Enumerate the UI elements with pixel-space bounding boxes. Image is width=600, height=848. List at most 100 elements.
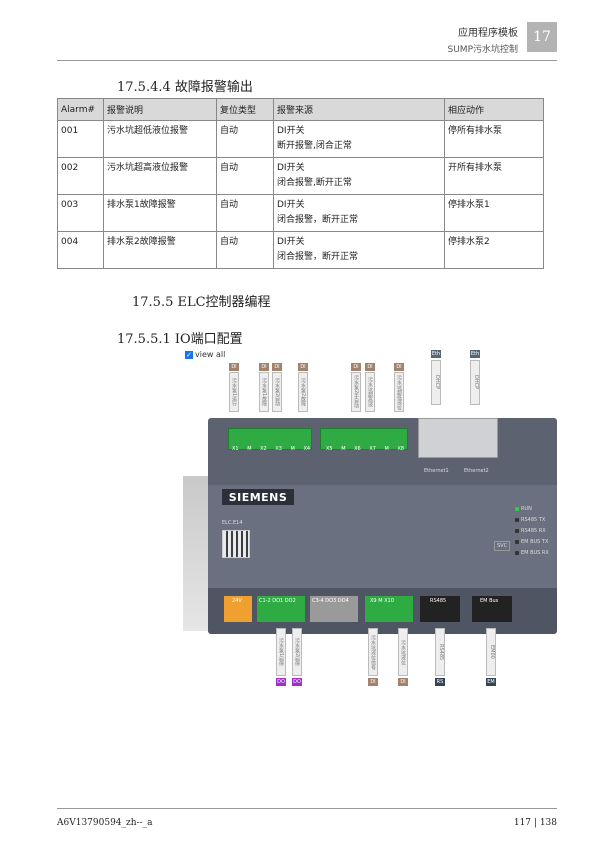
page-total: 138: [539, 818, 557, 828]
header-title: 应用程序模板: [458, 28, 518, 39]
ethernet2-label: Ethernet2: [464, 468, 489, 474]
io-tag: DHCP: [470, 360, 480, 405]
tag-type-eth: Eth: [470, 350, 480, 358]
do34-label: C3-4 DO3 DO4: [312, 598, 349, 604]
cell-reset: 自动: [216, 157, 274, 195]
terminal-label: X4: [303, 446, 311, 452]
cell-action: 停排水泵2: [444, 231, 544, 269]
tag-type-di: DI: [351, 363, 361, 371]
cell-action: 停所有排水泵: [444, 120, 544, 158]
heading-io: 17.5.5.1 IO端口配置: [117, 332, 243, 347]
cell-id: 004: [57, 231, 104, 269]
di-terminal-bottom: [365, 596, 413, 622]
rs485-terminal: [420, 596, 460, 622]
led-label: RS485 RX: [521, 528, 546, 534]
heading-elc: 17.5.5 ELC控制器编程: [132, 295, 271, 310]
footer-doc-id: A6V13790594_zh--_a: [57, 818, 153, 828]
terminal-label: M: [341, 446, 346, 452]
ethernet-ports: [418, 418, 498, 458]
io-tag: 污水坑液位信号: [368, 628, 378, 676]
source-type: DI开关: [277, 163, 305, 173]
cell-id: 003: [57, 194, 104, 232]
led-label: EM BUS TX: [521, 539, 549, 545]
cell-reset: 自动: [216, 194, 274, 232]
heading-alarm: 17.5.4.4 故障报警输出: [117, 80, 253, 95]
terminal-labels-1: X1 M X2 X3 M X4: [232, 446, 310, 452]
cell-source: DI开关断开报警,闭合正常: [273, 120, 445, 158]
do-terminal-2: [310, 596, 358, 622]
table-header-row: Alarm# 报警说明 复位类型 报警来源 相应动作: [57, 98, 544, 121]
led-embus-rx: EM BUS RX: [515, 550, 549, 556]
table-row: 004 排水泵2故障报警 自动 DI开关闭合报警，断开正常 停排水泵2: [57, 231, 544, 269]
page-number: 117: [513, 818, 532, 828]
io-tag: EM00: [486, 628, 496, 676]
source-logic: 闭合报警，断开正常: [277, 252, 359, 262]
tag-type-di: DI: [368, 678, 378, 686]
table-row: 003 排水泵1故障报警 自动 DI开关闭合报警，断开正常 停排水泵1: [57, 194, 544, 232]
checkbox-checked-icon[interactable]: ✓: [185, 350, 193, 359]
cell-reset: 自动: [216, 120, 274, 158]
source-type: DI开关: [277, 126, 305, 136]
terminal-block-top-2: [320, 428, 408, 450]
tag-type-di: DI: [229, 363, 239, 371]
tag-type-di: DI: [365, 363, 375, 371]
terminal-label: X6: [354, 446, 361, 452]
embus-label: EM Bus: [480, 598, 499, 604]
led-run: RUN: [515, 506, 532, 512]
terminal-label: X8: [397, 446, 405, 452]
header-subtitle: SUMP污水坑控制: [447, 45, 519, 55]
io-tag: RS485: [435, 628, 445, 676]
cell-desc: 污水坑超高液位报警: [103, 157, 217, 195]
svc-port-label: SVC: [494, 541, 511, 551]
cell-desc: 排水泵2故障报警: [103, 231, 217, 269]
chapter-badge: 17: [527, 22, 557, 52]
table-row: 002 污水坑超高液位报警 自动 DI开关闭合报警,断开正常 开所有排水泵: [57, 157, 544, 195]
do12-label: C1-2 DO1 DO2: [259, 598, 296, 604]
terminal-label: M: [290, 446, 295, 452]
di-bottom-label: X9 M X10: [370, 598, 394, 604]
io-tag: 污水泵1故障: [259, 372, 269, 412]
led-rs485-rx: RS485 RX: [515, 528, 546, 534]
col-desc: 报警说明: [103, 98, 217, 121]
led-icon: [515, 540, 519, 544]
io-tag: 污水坑超低液位: [394, 372, 404, 412]
alarm-table: Alarm# 报警说明 复位类型 报警来源 相应动作 001 污水坑超低液位报警…: [57, 98, 544, 269]
power-label: 24V: [232, 598, 242, 604]
terminal-labels-2: X5 M X6 X7 M X8: [326, 446, 404, 452]
cell-reset: 自动: [216, 231, 274, 269]
led-embus-tx: EM BUS TX: [515, 539, 548, 545]
ethernet1-label: Ethernet1: [424, 468, 449, 474]
brand-logo: SIEMENS: [222, 489, 294, 505]
led-green-icon: [515, 507, 519, 511]
terminal-label: M: [247, 446, 252, 452]
cell-id: 001: [57, 120, 104, 158]
tag-type-do: DO: [292, 678, 302, 686]
footer-pagination: 117 | 138: [513, 818, 557, 828]
io-tag: 污水泵2故障: [298, 372, 308, 412]
col-alarm: Alarm#: [57, 98, 104, 121]
cell-desc: 污水坑超低液位报警: [103, 120, 217, 158]
cell-action: 停排水泵1: [444, 194, 544, 232]
source-logic: 闭合报警,断开正常: [277, 178, 352, 188]
source-logic: 断开报警,闭合正常: [277, 141, 352, 151]
led-label: RS485 TX: [521, 517, 546, 523]
terminal-label: X2: [260, 446, 267, 452]
col-action: 相应动作: [444, 98, 544, 121]
terminal-block-top-1: [228, 428, 312, 450]
tag-type-di: DI: [398, 678, 408, 686]
view-all-label: view all: [195, 350, 226, 359]
table-row: 001 污水坑超低液位报警 自动 DI开关断开报警,闭合正常 停所有排水泵: [57, 120, 544, 158]
tag-type-di: DI: [298, 363, 308, 371]
io-tag: 污水坑液位: [398, 628, 408, 676]
cell-source: DI开关闭合报警,断开正常: [273, 157, 445, 195]
cell-desc: 排水泵1故障报警: [103, 194, 217, 232]
io-tag: 污水坑超高液: [365, 372, 375, 412]
footer-rule: [57, 808, 557, 809]
terminal-label: X1: [232, 446, 239, 452]
view-all-toggle[interactable]: ✓ view all: [185, 350, 225, 359]
tag-type-di: DI: [272, 363, 282, 371]
embus-terminal: [472, 596, 512, 622]
io-tag: 污水泵1启停: [276, 628, 286, 676]
tag-type-rs: RS: [435, 678, 445, 686]
power-terminal: [224, 596, 252, 622]
